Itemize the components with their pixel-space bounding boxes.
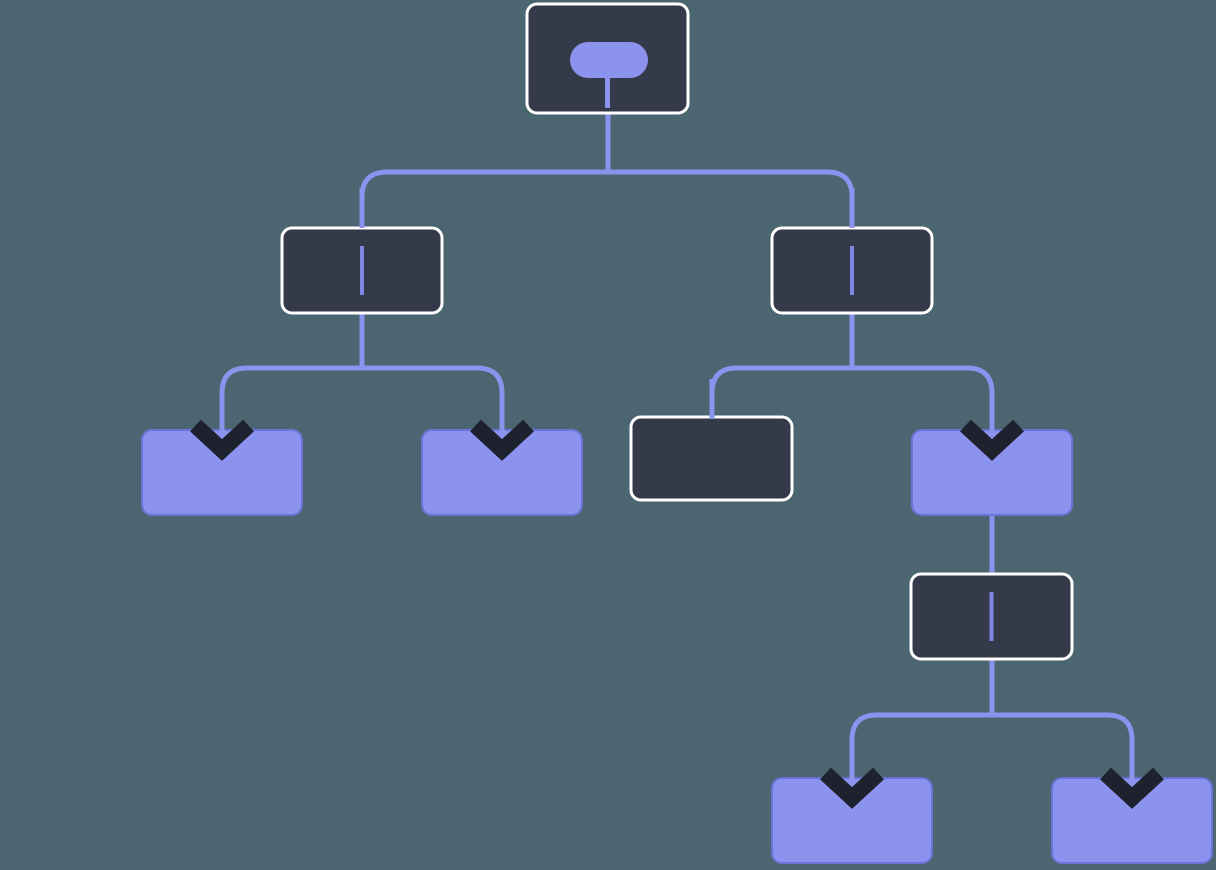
- arrowhead-icon: [470, 419, 534, 461]
- arrowhead-layer: [190, 419, 1164, 809]
- edge-e-n7-n9: [992, 712, 1135, 780]
- root-pill-badge[interactable]: [570, 42, 648, 78]
- node-n7-dark[interactable]: [909, 572, 1074, 661]
- arrowhead-chevron: [960, 419, 1024, 461]
- arrowhead-chevron: [470, 419, 534, 461]
- edge-e-n7-n8: [849, 712, 992, 780]
- node-n1-dark[interactable]: [280, 226, 444, 315]
- arrowhead-chevron: [1100, 767, 1164, 809]
- edge-e-n2-n6: [852, 365, 995, 432]
- arrowhead-icon: [1100, 767, 1164, 809]
- arrowhead-chevron: [820, 767, 884, 809]
- node-n2-dark[interactable]: [770, 226, 934, 315]
- arrowhead-icon: [960, 419, 1024, 461]
- edge-e-n1-n3: [219, 365, 362, 432]
- arrowhead-icon: [820, 767, 884, 809]
- arrowhead-icon: [190, 419, 254, 461]
- node-layer: [141, 2, 1213, 864]
- node-n0-dark[interactable]: [525, 2, 690, 115]
- node-body[interactable]: [629, 415, 794, 502]
- node-n5-dark[interactable]: [629, 415, 794, 502]
- edge-layer-under-nodes: [219, 78, 1135, 780]
- edge-e-n1-n4: [362, 365, 505, 432]
- arrowhead-chevron: [190, 419, 254, 461]
